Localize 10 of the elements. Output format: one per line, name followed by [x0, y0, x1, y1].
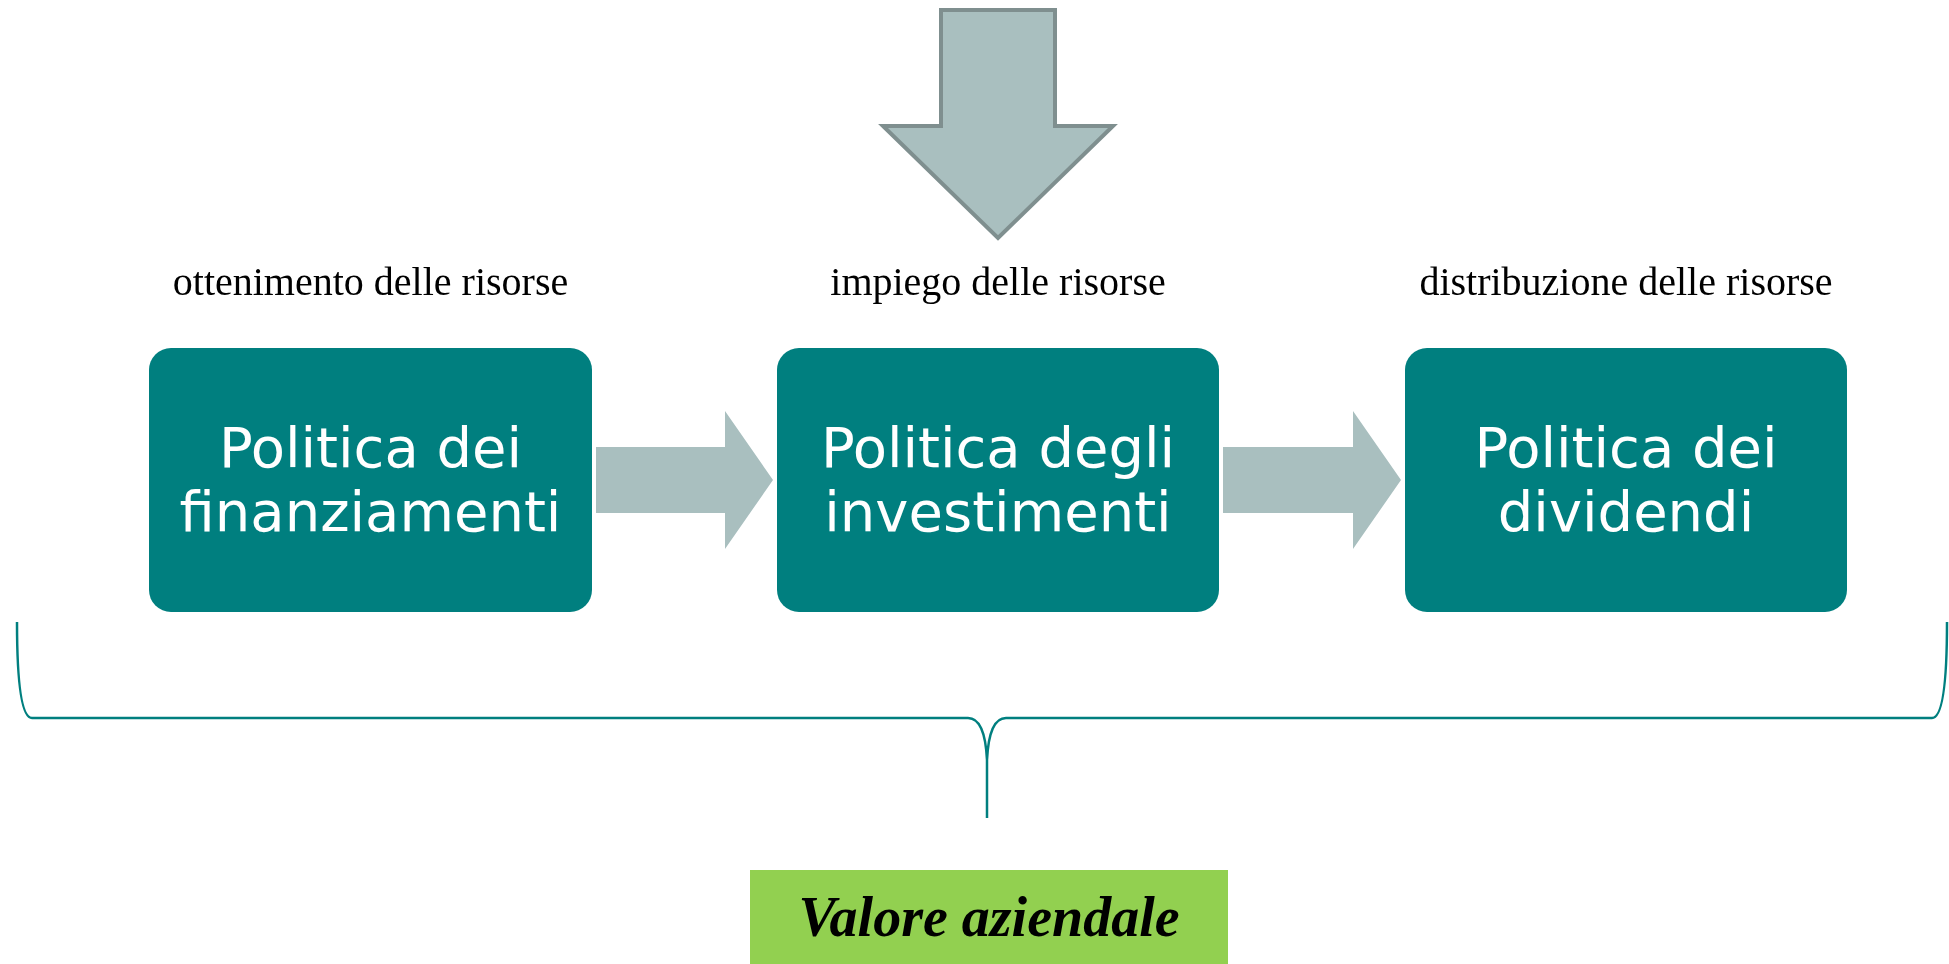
block-arrow: [878, 8, 1118, 241]
stage-heading: ottenimento delle risorse: [171, 258, 570, 305]
stage-heading: impiego delle risorse: [829, 258, 1167, 305]
process-box: Politica degli investimenti: [777, 348, 1219, 612]
block-arrow: [596, 411, 773, 549]
result-box: Valore aziendale: [750, 870, 1228, 964]
block-arrow: [1223, 411, 1401, 549]
stage-heading: distribuzione delle risorse: [1418, 258, 1834, 305]
process-box: Politica dei finanziamenti: [149, 348, 592, 612]
process-box: Politica dei dividendi: [1405, 348, 1847, 612]
